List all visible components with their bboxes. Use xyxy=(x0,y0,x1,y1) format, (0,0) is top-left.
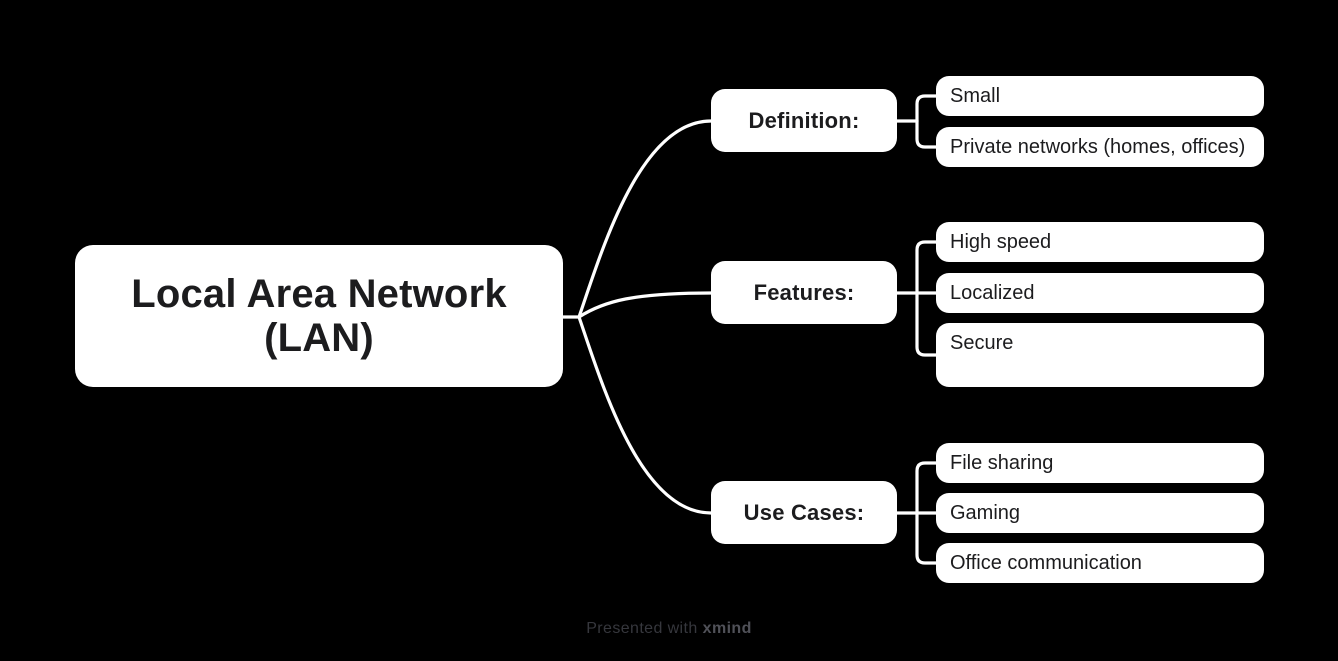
child-topic-label: Gaming xyxy=(950,501,1021,524)
child-topic-localized[interactable]: Localized xyxy=(936,273,1264,313)
connector-root-usecases xyxy=(577,315,713,515)
branch-topic-features[interactable]: Features: xyxy=(711,261,897,324)
child-topic-file-sharing[interactable]: File sharing xyxy=(936,443,1264,483)
branch-topic-definition[interactable]: Definition: xyxy=(711,89,897,152)
child-topic-label: High speed xyxy=(950,230,1052,253)
root-topic-label: Local Area Network (LAN) xyxy=(131,272,507,360)
connector-features-secure xyxy=(915,291,938,357)
child-topic-label: Small xyxy=(950,84,1001,107)
child-topic-label: File sharing xyxy=(950,451,1054,474)
connector-usecases-filesharing xyxy=(915,461,938,515)
watermark-text: Presented with xyxy=(586,620,698,637)
child-topic-label: Localized xyxy=(950,281,1035,304)
child-topic-label: Private networks (homes, offices) xyxy=(950,135,1246,158)
connector-features-highspeed xyxy=(915,240,938,295)
child-topic-label: Office communication xyxy=(950,551,1142,574)
connector-definition-small xyxy=(915,94,938,123)
connector-root-features xyxy=(577,291,713,319)
child-topic-gaming[interactable]: Gaming xyxy=(936,493,1264,533)
child-topic-label: Secure xyxy=(950,332,1014,354)
child-topic-private-networks[interactable]: Private networks (homes, offices) xyxy=(936,127,1264,167)
child-topic-secure[interactable]: Secure xyxy=(936,323,1264,387)
child-topic-office-communication[interactable]: Office communication xyxy=(936,543,1264,583)
branch-topic-label: Use Cases: xyxy=(743,499,865,525)
child-topic-high-speed[interactable]: High speed xyxy=(936,222,1264,262)
connector-definition-private xyxy=(915,119,938,149)
branch-topic-label: Features: xyxy=(753,279,855,305)
branch-topic-use-cases[interactable]: Use Cases: xyxy=(711,481,897,544)
connector-usecases-office xyxy=(915,511,938,565)
root-topic[interactable]: Local Area Network (LAN) xyxy=(75,245,563,387)
connector-root-definition xyxy=(577,119,713,319)
child-topic-small[interactable]: Small xyxy=(936,76,1264,116)
branch-topic-label: Definition: xyxy=(748,107,860,133)
watermark-brand: xmind xyxy=(702,620,752,637)
